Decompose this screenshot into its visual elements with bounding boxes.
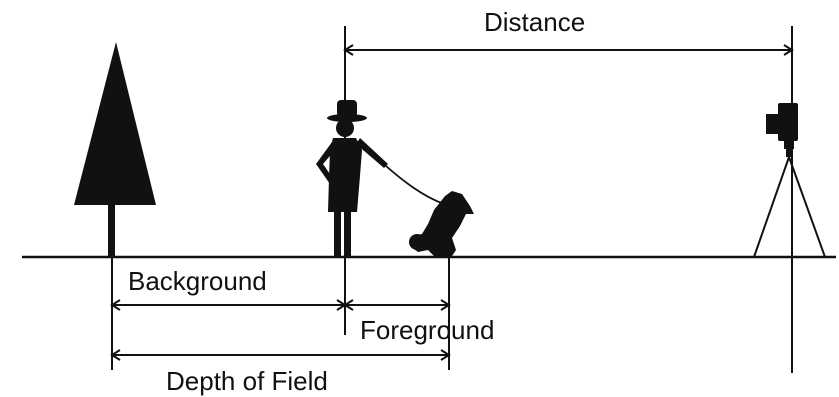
person-with-hat-icon: [316, 100, 388, 257]
depth-of-field-label: Depth of Field: [166, 366, 328, 396]
background-label: Background: [128, 266, 267, 296]
distance-dimension: [343, 44, 794, 56]
depth-of-field-dimension: [110, 349, 451, 361]
foreground-label: Foreground: [360, 315, 494, 345]
foreground-dimension: [343, 299, 451, 311]
camera-on-tripod-icon: [753, 103, 826, 258]
distance-label: Distance: [484, 7, 585, 37]
dog-icon: [409, 191, 474, 256]
background-dimension: [110, 299, 347, 311]
tree-icon: [74, 42, 156, 258]
leash-line: [385, 165, 445, 205]
